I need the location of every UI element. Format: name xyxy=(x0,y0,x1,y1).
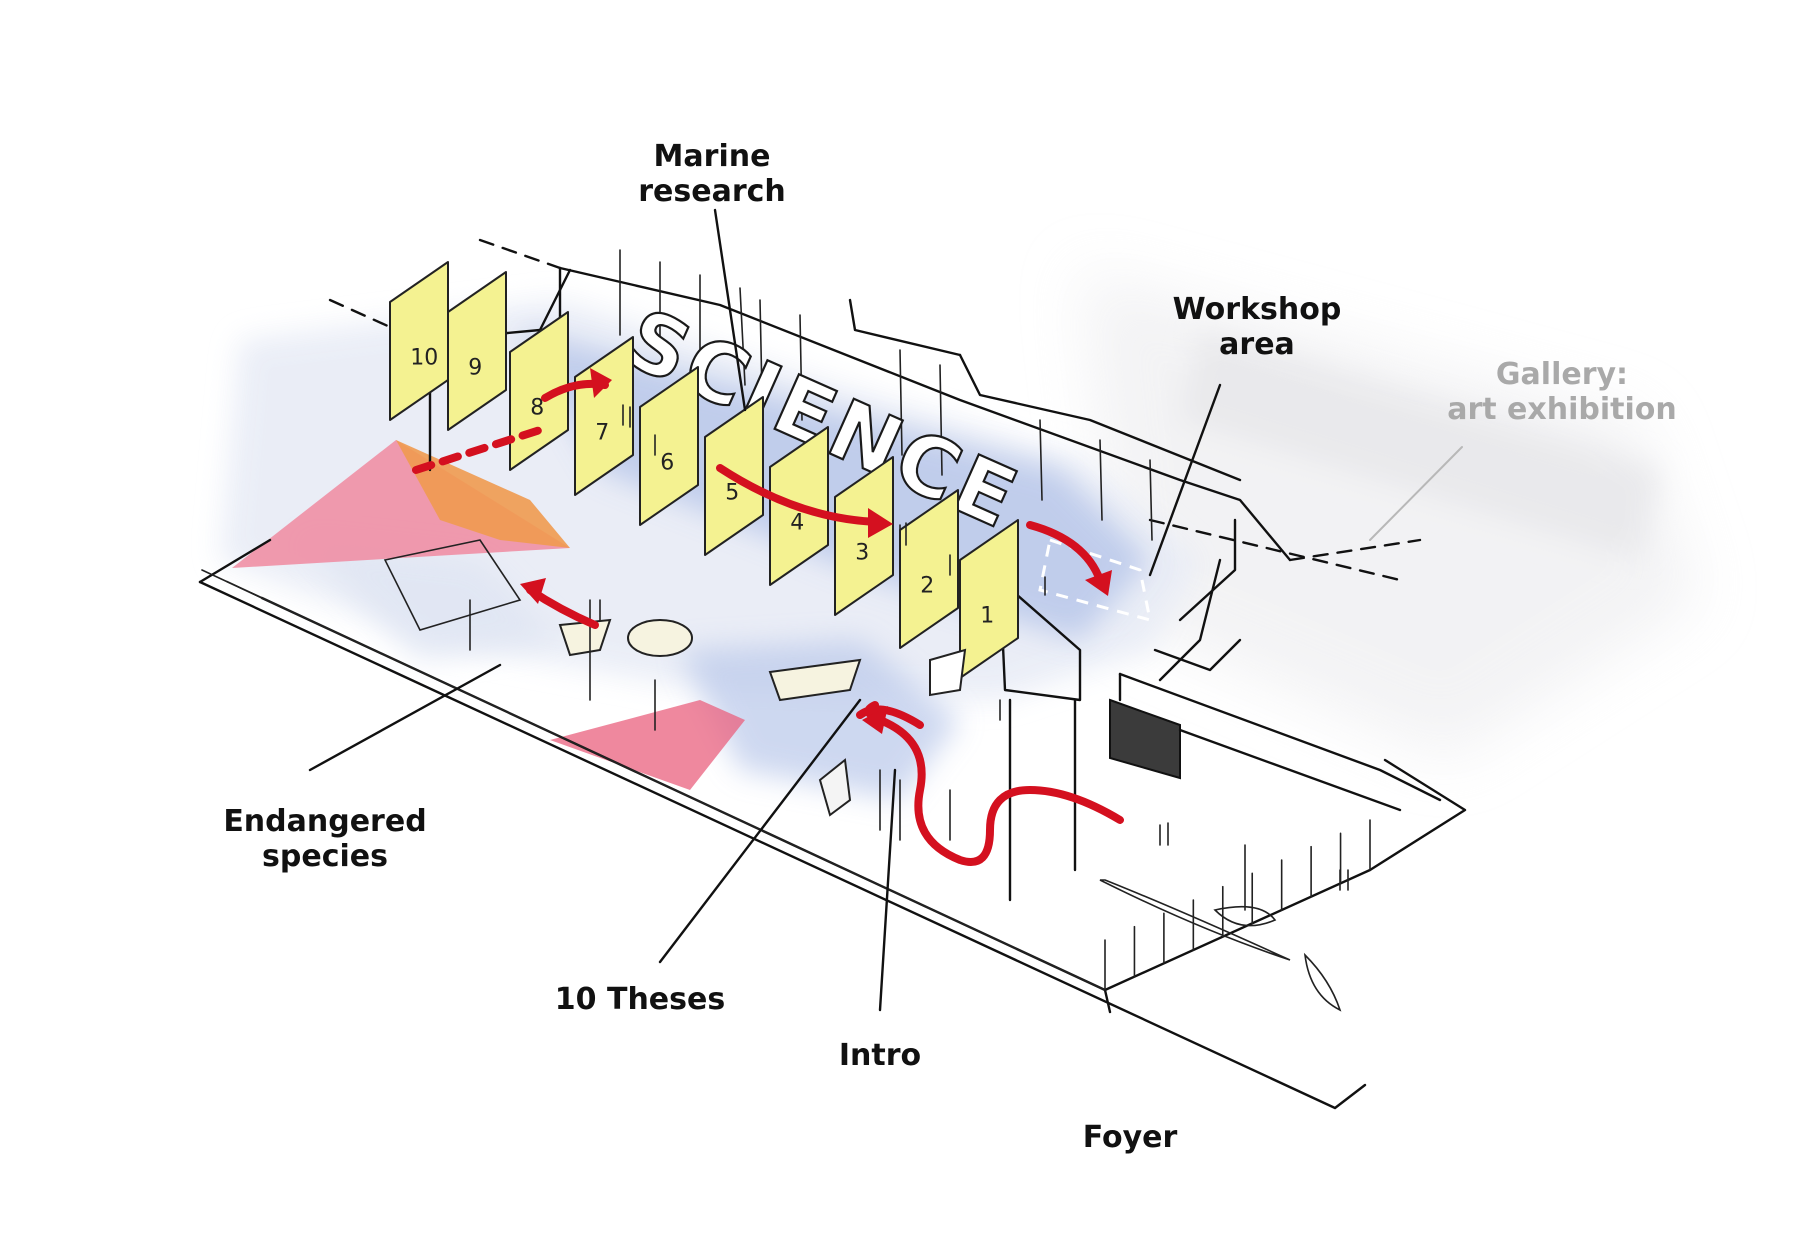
leader-workshop-area xyxy=(1148,383,1222,577)
leader-intro xyxy=(878,768,897,1012)
leader-endangered-species xyxy=(308,663,502,772)
label-endangered-species-line2: species xyxy=(262,839,388,874)
leader-gallery xyxy=(1369,446,1463,541)
thesis-panel xyxy=(447,271,507,431)
thesis-panel-number: 10 xyxy=(410,346,438,371)
facade-mullions xyxy=(201,569,1371,991)
label-marine-research-line2: research xyxy=(638,174,786,209)
thesis-panel-number: 9 xyxy=(468,356,482,381)
leader-lines xyxy=(308,208,1463,1012)
label-endangered-species: Endangered species xyxy=(210,804,440,874)
thesis-panel-number: 3 xyxy=(855,541,869,566)
thesis-panel xyxy=(389,261,449,421)
label-endangered-species-line1: Endangered xyxy=(223,804,427,839)
leader-marine-research xyxy=(713,208,747,412)
label-marine-research-line1: Marine xyxy=(653,139,771,174)
label-marine-research: Marine research xyxy=(632,139,792,209)
endangered-zone-fill xyxy=(232,440,745,790)
thesis-panel xyxy=(899,489,959,649)
arrow-3 xyxy=(1026,521,1104,584)
building-outline xyxy=(198,238,1467,1110)
dark-block xyxy=(1109,698,1181,780)
far-wall-verticals xyxy=(619,249,1153,541)
thesis-panel xyxy=(959,519,1019,679)
gallery-background xyxy=(1080,270,1700,760)
label-ten-theses: 10 Theses xyxy=(554,982,726,1017)
workshop-floor-marking xyxy=(1038,538,1152,623)
thesis-panel-number: 4 xyxy=(790,511,804,536)
visitor-figures xyxy=(599,404,1349,891)
exhibits xyxy=(383,539,1342,1012)
thesis-panels: 10 9 8 7 6 5 4 3 2 1 xyxy=(389,261,1019,679)
thesis-panel-number: 6 xyxy=(660,451,674,476)
label-workshop-area: Workshop area xyxy=(1162,292,1352,362)
thesis-panel-number: 7 xyxy=(595,421,609,446)
thesis-panel xyxy=(574,336,634,496)
facade-mullion xyxy=(1044,961,1106,991)
label-gallery: Gallery: art exhibition xyxy=(1432,357,1692,427)
thesis-panel-number: 8 xyxy=(530,396,544,421)
thesis-panel xyxy=(834,456,894,616)
thesis-panel-number: 2 xyxy=(920,574,934,599)
arrow-2 xyxy=(716,464,884,526)
leader-ten-theses xyxy=(658,698,862,964)
thesis-panel-number: 5 xyxy=(725,481,739,506)
label-foyer: Foyer xyxy=(1082,1120,1178,1155)
visitor-flow-arrows xyxy=(412,368,1124,866)
label-gallery-line2: art exhibition xyxy=(1447,392,1677,427)
thesis-panel xyxy=(639,366,699,526)
label-intro: Intro xyxy=(838,1038,922,1073)
label-workshop-area-line2: area xyxy=(1219,327,1295,362)
thesis-panel-number: 1 xyxy=(980,604,994,629)
thesis-panel xyxy=(509,311,569,471)
label-workshop-area-line1: Workshop xyxy=(1172,292,1342,327)
label-gallery-line1: Gallery: xyxy=(1495,357,1629,392)
